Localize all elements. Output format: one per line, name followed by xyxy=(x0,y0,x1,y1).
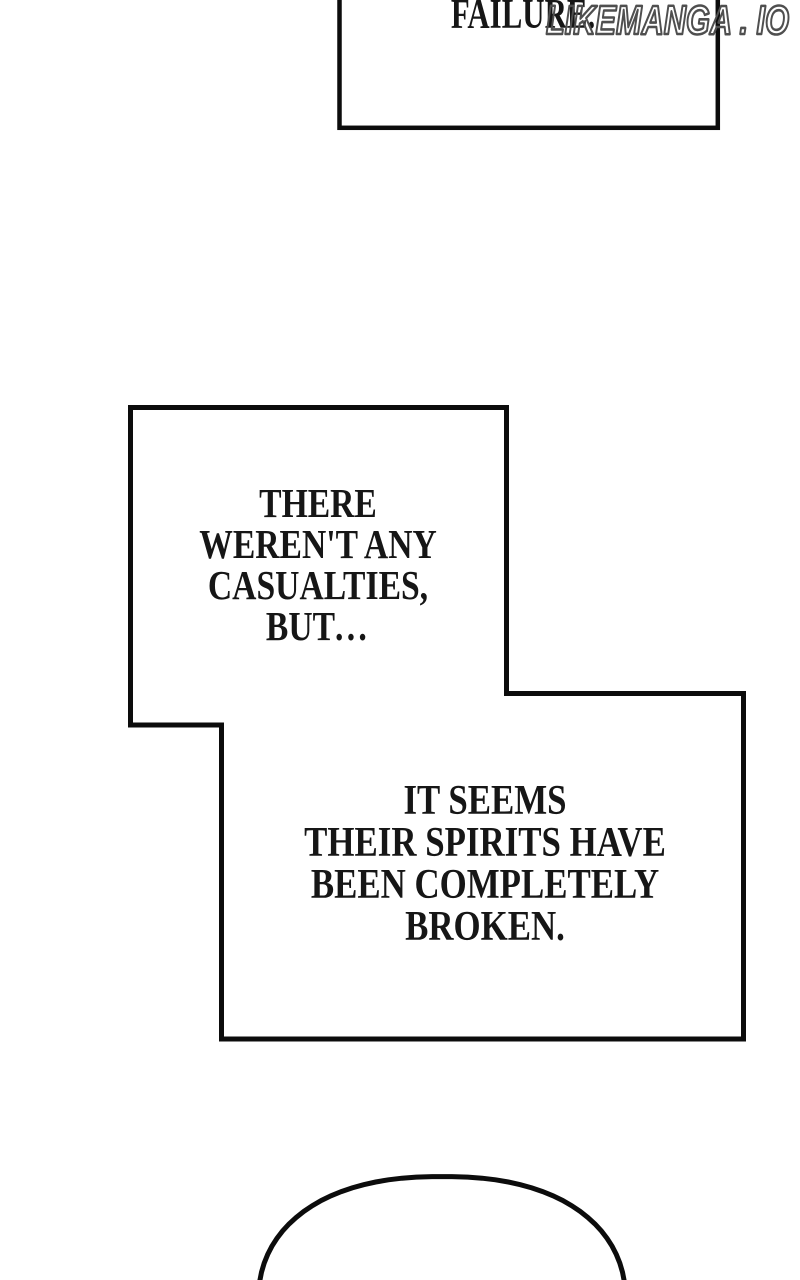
svg-text:LIKEMANGA . IO: LIKEMANGA . IO xyxy=(546,0,789,43)
